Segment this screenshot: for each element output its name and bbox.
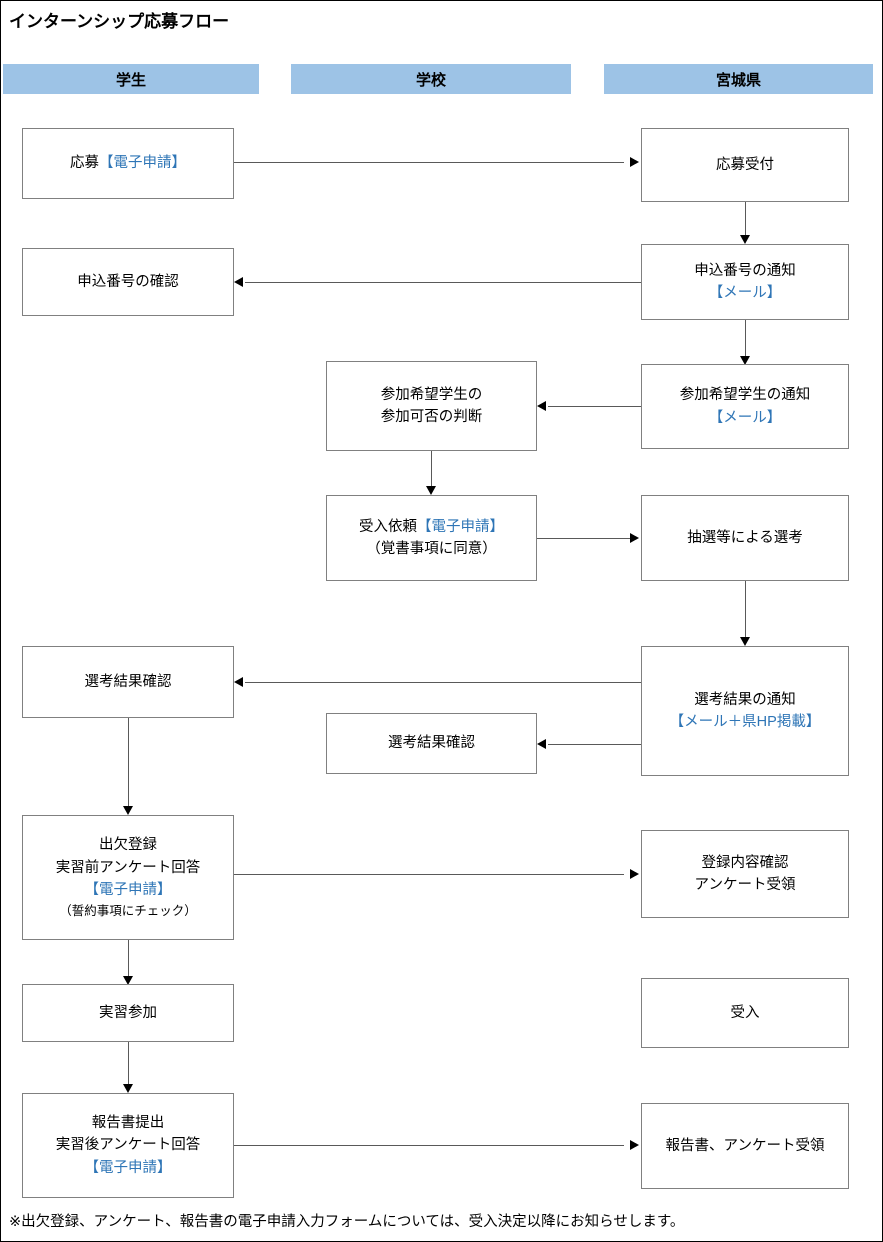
node-check-number: 申込番号の確認 (22, 248, 234, 316)
connector-lottery-to-result (745, 581, 746, 637)
connector-apply-to-receive (234, 162, 624, 163)
node-receive-report: 報告書、アンケート受領 (641, 1103, 849, 1189)
column-header-prefecture: 宮城県 (604, 64, 873, 94)
node-check-result-school-line1: 選考結果確認 (388, 735, 475, 752)
arrowhead-right-lottery (630, 533, 639, 543)
connector-request-to-lottery (537, 538, 630, 539)
node-confirm-registration: 登録内容確認 アンケート受領 (641, 830, 849, 918)
node-acceptance-request-line1-blue: 【電子申請】 (417, 518, 504, 535)
node-lottery-selection: 抽選等による選考 (641, 495, 849, 581)
node-apply-line1-blue: 【電子申請】 (99, 155, 186, 172)
connector-join-to-report (128, 1042, 129, 1084)
node-notify-result-line2: 【メール＋県HP掲載】 (669, 714, 821, 730)
connector-notify-to-check-number (245, 282, 641, 283)
node-accept-training-line1: 受入 (730, 1004, 760, 1021)
node-accept-training: 受入 (641, 978, 849, 1048)
arrowhead-down-acceptance-request (426, 486, 436, 495)
node-receive-application: 応募受付 (641, 128, 849, 202)
node-judge-participation-line1: 参加希望学生の (380, 386, 483, 403)
column-header-student: 学生 (3, 64, 259, 94)
node-notify-students: 参加希望学生の通知 【メール】 (641, 364, 849, 449)
node-attendance-register-line3: 【電子申請】 (84, 882, 172, 899)
connector-attendance-to-confirm (234, 874, 624, 875)
node-submit-report-line3: 【電子申請】 (84, 1159, 172, 1176)
arrowhead-right-apply (630, 157, 639, 167)
connector-attendance-to-join (128, 940, 129, 976)
node-check-result-school: 選考結果確認 (326, 713, 537, 774)
node-notify-number-line2: 【メール】 (708, 285, 782, 301)
node-receive-report-line1: 報告書、アンケート受領 (665, 1137, 825, 1154)
node-submit-report-line1: 報告書提出 (91, 1114, 165, 1131)
node-apply: 応募【電子申請】 (22, 128, 234, 199)
footnote: ※出欠登録、アンケート、報告書の電子申請入力フォームについては、受入決定以降にお… (9, 1214, 685, 1230)
node-confirm-registration-line2: アンケート受領 (694, 877, 796, 893)
node-notify-result-line1: 選考結果の通知 (694, 691, 796, 708)
node-judge-participation: 参加希望学生の 参加可否の判断 (326, 361, 537, 451)
arrowhead-right-receive-report (630, 1140, 639, 1150)
arrowhead-down-notify-result (740, 637, 750, 646)
node-judge-participation-line2: 参加可否の判断 (380, 409, 483, 425)
arrowhead-down-notify-students (740, 356, 750, 365)
arrowhead-down-join-training (123, 976, 133, 985)
connector-judge-to-request (431, 451, 432, 486)
node-notify-students-line1: 参加希望学生の通知 (679, 387, 811, 404)
arrowhead-left-judge (537, 401, 546, 411)
connector-notify-students-to-judge (548, 406, 641, 407)
column-header-student-label: 学生 (115, 71, 146, 89)
node-join-training-line1: 実習参加 (99, 1004, 157, 1021)
node-confirm-registration-line1: 登録内容確認 (701, 854, 789, 871)
node-check-result-student-line1: 選考結果確認 (84, 673, 172, 690)
arrowhead-down-submit-report (123, 1084, 133, 1093)
node-attendance-register-line2: 実習前アンケート回答 (55, 859, 201, 876)
node-join-training: 実習参加 (22, 984, 234, 1042)
node-attendance-register-line1: 出欠登録 (99, 837, 157, 854)
column-header-school-label: 学校 (415, 71, 446, 89)
connector-result-to-student-check (245, 682, 641, 683)
node-acceptance-request-line1: 受入依頼【電子申請】 (359, 518, 504, 535)
node-notify-students-line2: 【メール】 (708, 409, 782, 426)
connector-receive-to-notify (745, 202, 746, 235)
node-notify-result: 選考結果の通知 【メール＋県HP掲載】 (641, 646, 849, 776)
node-acceptance-request: 受入依頼【電子申請】 （覚書事項に同意） (326, 495, 537, 581)
node-receive-application-line1: 応募受付 (716, 156, 774, 173)
connector-report-to-receive (234, 1145, 624, 1146)
connector-result-to-school-check (548, 744, 641, 745)
node-check-result-student: 選考結果確認 (22, 646, 234, 718)
arrowhead-right-confirm-registration (630, 869, 639, 879)
arrowhead-down-notify-number (740, 235, 750, 244)
connector-notify-number-to-notify-students (745, 320, 746, 356)
page-title: インターンシップ応募フロー (9, 12, 230, 31)
node-notify-number: 申込番号の通知 【メール】 (641, 244, 849, 320)
node-notify-number-line1: 申込番号の通知 (694, 262, 796, 279)
connector-student-check-to-attendance (128, 718, 129, 806)
node-attendance-register: 出欠登録 実習前アンケート回答 【電子申請】 （誓約事項にチェック） (22, 815, 234, 940)
node-acceptance-request-line2: （覚書事項に同意） (366, 541, 497, 557)
arrowhead-down-attendance-register (123, 806, 133, 815)
node-apply-line1: 応募【電子申請】 (70, 155, 186, 172)
node-attendance-register-line4: （誓約事項にチェック） (59, 903, 197, 918)
column-header-school: 学校 (291, 64, 571, 94)
column-header-prefecture-label: 宮城県 (715, 71, 761, 89)
node-submit-report-line2: 実習後アンケート回答 (55, 1137, 201, 1154)
arrowhead-left-student-check-result (234, 677, 243, 687)
arrowhead-left-check-number (234, 277, 243, 287)
node-check-number-line1: 申込番号の確認 (77, 273, 179, 290)
node-submit-report: 報告書提出 実習後アンケート回答 【電子申請】 (22, 1093, 234, 1198)
node-lottery-selection-line1: 抽選等による選考 (687, 529, 803, 546)
arrowhead-left-school-check-result (537, 739, 546, 749)
